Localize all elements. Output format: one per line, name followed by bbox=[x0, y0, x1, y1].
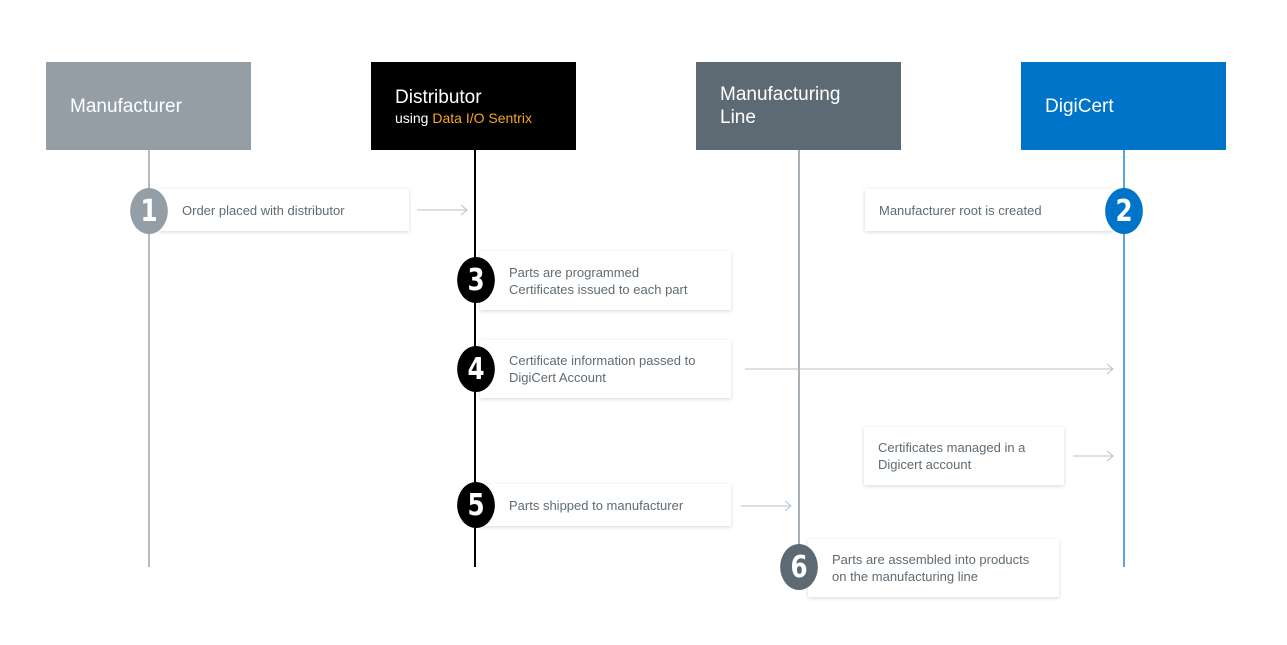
step-1-text: Order placed with distributor bbox=[182, 202, 345, 218]
step-5-badge: 5 bbox=[457, 482, 495, 528]
arrow-step-1-to-distributor bbox=[417, 204, 468, 216]
step-3-card: Parts are programmed Certificates issued… bbox=[480, 251, 731, 310]
lane-title-line1: Manufacturing bbox=[720, 84, 841, 105]
step-5-card: Parts shipped to manufacturer bbox=[480, 484, 731, 526]
step-3-text-line2: Certificates issued to each part bbox=[509, 281, 688, 297]
step-4-text-line1: Certificate information passed to bbox=[509, 353, 696, 368]
lane-header-manufacturer: Manufacturer bbox=[46, 62, 251, 150]
lane-header-manufacturing-line: Manufacturing Line bbox=[696, 62, 901, 150]
step-6-text-line2: on the manufacturing line bbox=[832, 569, 978, 584]
lane-subtitle: using Data I/O Sentrix bbox=[395, 109, 532, 126]
step-1-badge: 1 bbox=[130, 188, 168, 234]
step-2-text: Manufacturer root is created bbox=[879, 202, 1042, 218]
certificates-managed-card: Certificates managed in a Digicert accou… bbox=[864, 427, 1064, 485]
step-3-badge: 3 bbox=[457, 257, 495, 303]
certificates-managed-text-line1: Certificates managed in a bbox=[878, 440, 1026, 455]
step-4-card: Certificate information passed to DigiCe… bbox=[480, 340, 731, 398]
arrow-step-4-to-digicert bbox=[745, 363, 1114, 375]
step-5-text: Parts shipped to manufacturer bbox=[509, 497, 684, 513]
arrow-certificates-to-digicert bbox=[1073, 450, 1114, 462]
lifeline-manufacturer bbox=[148, 150, 150, 567]
step-4-text-line2: DigiCert Account bbox=[509, 370, 606, 385]
lane-title: Manufacturer bbox=[70, 95, 182, 117]
lifeline-digicert bbox=[1123, 150, 1125, 567]
lane-subtitle-highlight: Data I/O Sentrix bbox=[432, 109, 532, 126]
lane-header-distributor: Distributor using Data I/O Sentrix bbox=[371, 62, 576, 150]
certificates-managed-text-line2: Digicert account bbox=[878, 457, 972, 472]
step-2-card: Manufacturer root is created bbox=[865, 189, 1113, 231]
step-1-card: Order placed with distributor bbox=[158, 189, 409, 231]
step-3-text-line1: Parts are programmed bbox=[509, 264, 640, 280]
lane-title: Distributor bbox=[395, 86, 482, 108]
lane-header-digicert: DigiCert bbox=[1021, 62, 1226, 150]
lane-title-line2: Line bbox=[720, 107, 756, 128]
step-6-text-line1: Parts are assembled into products bbox=[832, 552, 1030, 567]
step-6-badge: 6 bbox=[780, 544, 818, 590]
arrow-step-5-to-manufacturing-line bbox=[741, 500, 792, 512]
step-4-badge: 4 bbox=[457, 346, 495, 392]
lifeline-manufacturing-line bbox=[798, 150, 800, 567]
step-2-badge: 2 bbox=[1105, 188, 1143, 234]
lane-title: DigiCert bbox=[1045, 95, 1114, 117]
step-6-card: Parts are assembled into products on the… bbox=[808, 539, 1059, 597]
